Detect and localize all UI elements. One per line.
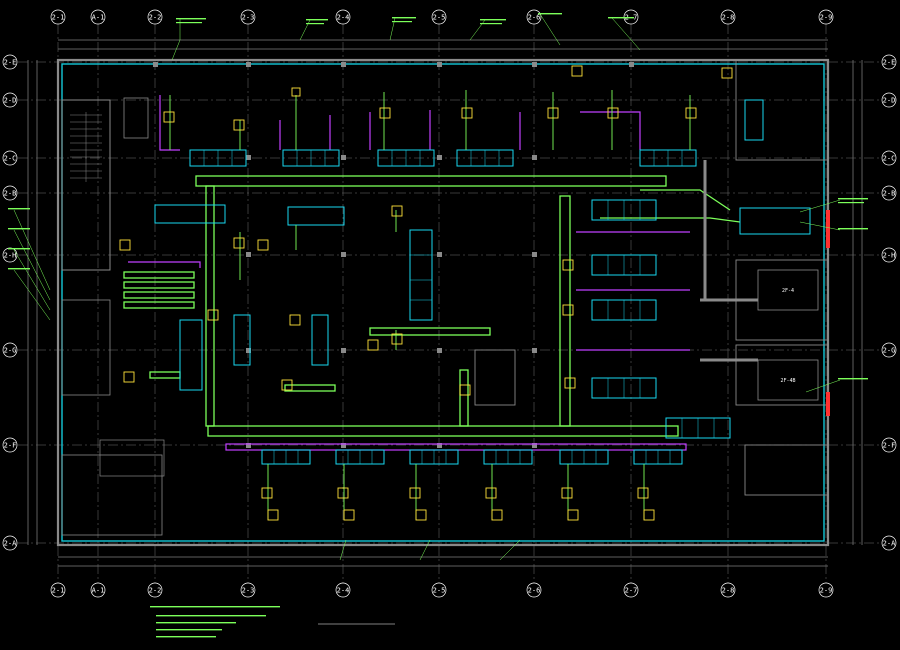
grid-x-2-2-label: 2-2 [149,587,162,595]
grid-x-2-5-label: 2-5 [433,587,446,595]
grid-y-2-g-label: 2-G [4,347,17,355]
grid-x-2-9-label: 2-9 [820,14,833,22]
grid-x-2-2-bubble [147,9,163,25]
grid-y-2-a-label: 2-A [883,540,896,548]
grid-x-2-5-label: 2-5 [433,14,446,22]
grid-x-2-1-bubble [50,582,66,598]
grid-x-2-1-label: 2-1 [52,587,65,595]
grid-y-2-e-bubble [2,54,18,70]
grid-x-a-1-bubble [90,582,106,598]
equipment-tag-2f-4b: 2F-4B [780,378,795,384]
grid-layer: 2-12-1A-1A-12-22-22-32-32-42-42-52-52-62… [2,9,897,598]
grid-y-2-f-label: 2-F [883,442,896,450]
grid-x-2-6-label: 2-6 [528,587,541,595]
grid-y-2-d-bubble [2,92,18,108]
supply-ducts [123,175,741,437]
grid-y-2-a-bubble [2,535,18,551]
general-notes-lines [150,606,280,638]
grid-x-2-4-label: 2-4 [337,14,350,22]
grid-x-2-1-label: 2-1 [52,14,65,22]
grid-x-2-1-bubble [50,9,66,25]
grid-x-2-3-bubble [240,582,256,598]
grid-y-2-f-bubble [881,437,897,453]
grid-x-2-3-label: 2-3 [242,14,255,22]
grid-x-2-4-bubble [335,9,351,25]
grid-y-2-c-bubble [2,150,18,166]
grid-y-2-d-label: 2-D [4,97,17,105]
grid-y-2-d-label: 2-D [883,97,896,105]
grid-y-2-b-label: 2-B [883,190,896,198]
grid-y-2-g-bubble [2,342,18,358]
grid-y-2-f-label: 2-F [4,442,17,450]
unit-divisions [203,150,715,464]
grid-x-a-1-label: A-1 [92,14,105,22]
grid-x-a-1-bubble [90,9,106,25]
grid-x-2-8-label: 2-8 [722,14,735,22]
grid-y-2-c-label: 2-C [4,155,17,163]
equipment-tags: 2F-4 2F-4B [780,288,795,384]
grid-x-2-4-bubble [335,582,351,598]
grid-y-2-b-bubble [881,185,897,201]
grid-x-2-3-label: 2-3 [242,587,255,595]
grid-x-2-5-bubble [431,582,447,598]
grid-x-2-3-bubble [240,9,256,25]
grid-x-2-8-bubble [720,582,736,598]
grid-x-2-4-label: 2-4 [337,587,350,595]
grid-y-2-e-bubble [881,54,897,70]
grid-x-2-6-bubble [526,582,542,598]
grid-y-2-c-bubble [881,150,897,166]
grid-y-2-b-label: 2-B [4,190,17,198]
grid-y-2-d-bubble [881,92,897,108]
grid-y-2-h-label: 2-H [4,252,17,260]
grid-y-2-h-label: 2-H [883,252,896,260]
grid-x-2-6-bubble [526,9,542,25]
grid-x-2-6-label: 2-6 [528,14,541,22]
grid-y-2-e-label: 2-E [4,59,17,67]
grid-y-2-a-label: 2-A [4,540,17,548]
grid-y-2-h-bubble [881,247,897,263]
grid-x-2-9-bubble [818,9,834,25]
grid-x-2-8-bubble [720,9,736,25]
equipment-room [700,160,819,401]
fire-dampers [826,210,830,416]
grid-y-2-g-label: 2-G [883,347,896,355]
equipment-tag-2f-4: 2F-4 [782,288,794,294]
grid-y-2-f-bubble [2,437,18,453]
grid-x-2-2-bubble [147,582,163,598]
grid-x-2-7-bubble [623,582,639,598]
grid-x-2-8-label: 2-8 [722,587,735,595]
grid-x-2-2-label: 2-2 [149,14,162,22]
grid-y-2-e-label: 2-E [883,59,896,67]
grid-x-2-7-label: 2-7 [625,587,638,595]
grid-x-2-9-label: 2-9 [820,587,833,595]
dimension-lines [27,39,863,567]
grid-x-2-9-bubble [818,582,834,598]
grid-y-2-c-label: 2-C [883,155,896,163]
annotation-text-blocks [8,13,868,380]
building-walls [56,58,830,547]
grid-y-2-b-bubble [2,185,18,201]
grid-x-2-5-bubble [431,9,447,25]
grid-y-2-a-bubble [881,535,897,551]
grid-y-2-g-bubble [881,342,897,358]
grid-x-a-1-label: A-1 [92,587,105,595]
return-ducts [128,95,690,451]
diffusers [119,65,733,521]
